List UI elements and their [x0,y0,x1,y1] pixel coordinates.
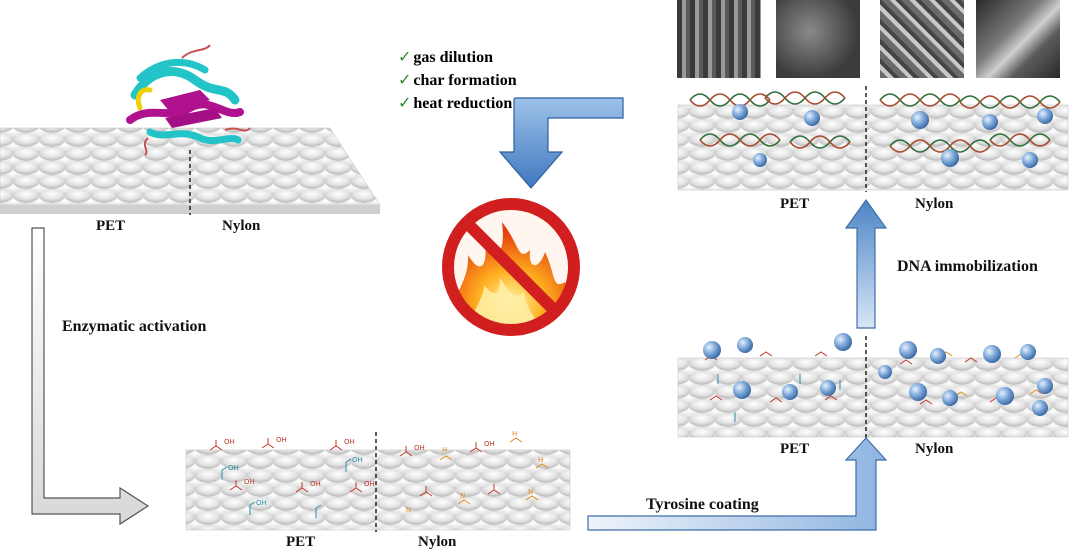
mechanism-item: ✓gas dilution [398,47,493,66]
mechanism-item: ✓heat reduction [398,93,513,112]
mechanism-list: ✓gas dilution ✓char formation ✓heat redu… [398,46,517,115]
svg-text:N: N [460,492,465,500]
panel1-label-nylon: Nylon [222,218,261,234]
panel3-label-nylon: Nylon [915,441,954,457]
tyrosine-arrow [587,437,888,531]
protein-icon [126,44,251,156]
panel2-label-pet: PET [286,534,316,550]
sem-image [776,0,860,78]
svg-text:OH: OH [256,499,267,507]
check-icon: ✓ [398,93,412,112]
tyrosine-sphere-icon [703,333,1053,416]
enzymatic-arrow [31,227,150,526]
no-fire-icon [442,198,580,336]
panel4-fabric [677,86,1069,192]
step-dna-label: DNA immobilization [897,258,1038,275]
svg-text:OH: OH [224,438,235,446]
svg-text:H: H [538,456,543,464]
check-icon: ✓ [398,47,412,66]
step-enzymatic-label: Enzymatic activation [62,318,207,335]
panel4-label-nylon: Nylon [915,196,954,212]
check-icon: ✓ [398,70,412,89]
flame-retardant-arrow [498,97,624,189]
sem-image [880,0,964,78]
panel4-label-pet: PET [780,196,810,212]
panel1-fabric [0,127,381,215]
sem-image [677,0,761,78]
svg-text:OH: OH [310,480,321,488]
svg-text:OH: OH [484,440,495,448]
panel2-chemistry: OH OH OH OH OH OH OH OH OH OH OH H H H N N N [209,430,549,518]
svg-text:OH: OH [364,480,375,488]
svg-text:OH: OH [352,456,363,464]
panel3-label-pet: PET [780,441,810,457]
svg-text:N: N [528,488,533,496]
svg-text:OH: OH [414,444,425,452]
dna-helix-icon [689,91,1061,153]
svg-text:H: H [442,446,447,454]
mechanism-item: ✓char formation [398,70,517,89]
svg-text:H: H [512,430,517,438]
svg-text:OH: OH [228,464,239,472]
panel2-label-nylon: Nylon [418,534,457,550]
dna-arrow [844,198,888,329]
panel1-label-pet: PET [96,218,126,234]
svg-text:N: N [406,506,411,514]
svg-text:OH: OH [244,478,255,486]
panel2-fabric [185,432,571,532]
step-tyrosine-label: Tyrosine coating [646,496,759,513]
tyrosine-sphere-icon [732,104,1053,168]
svg-text:OH: OH [276,436,287,444]
svg-text:OH: OH [344,438,355,446]
panel3-chemistry [704,351,1043,422]
sem-image [976,0,1060,78]
